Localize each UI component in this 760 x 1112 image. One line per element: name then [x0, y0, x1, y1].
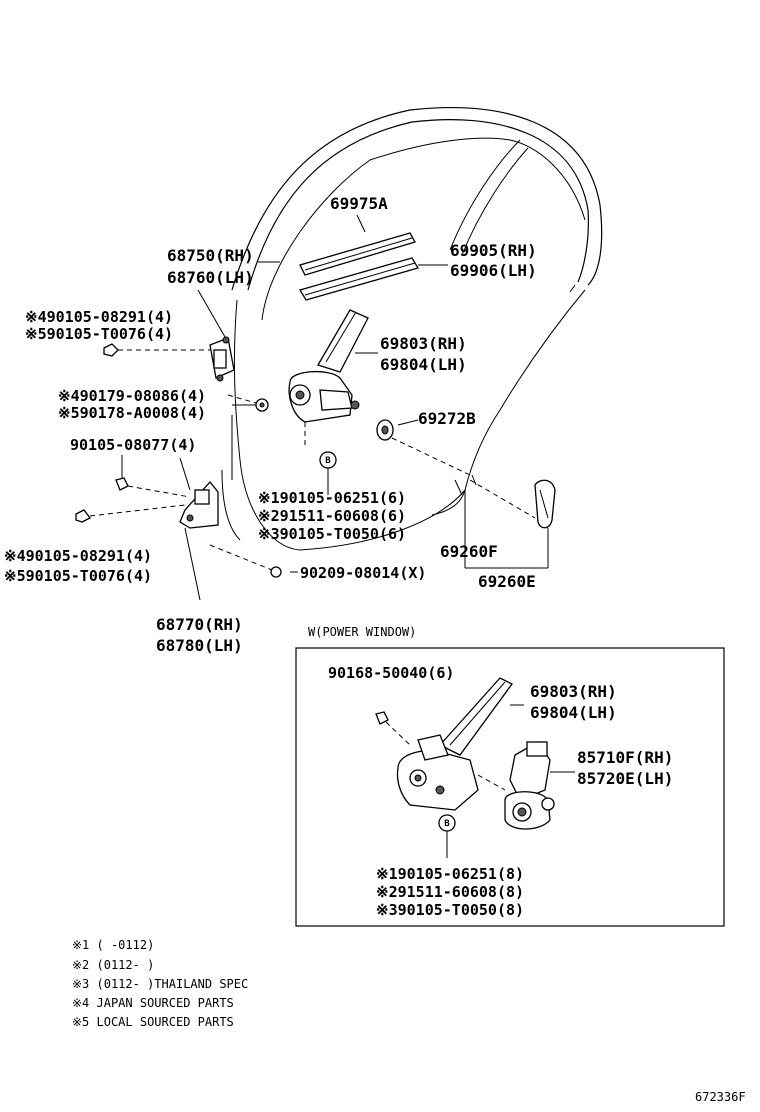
label-69905: 69905(RH) — [450, 241, 537, 260]
note-3: ※3 (0112- )THAILAND SPEC — [72, 977, 248, 991]
label-69272b: 69272B — [418, 409, 476, 428]
door-outline — [221, 107, 603, 551]
bolt-90105-08077 — [115, 455, 191, 498]
label-69804: 69804(LH) — [380, 355, 467, 374]
nut-90179-08086 — [227, 394, 269, 412]
window-regulator — [288, 309, 369, 445]
label-n1b: ※590178-A0008(4) — [58, 404, 206, 422]
label-69260f: 69260F — [440, 542, 498, 561]
label-69975a: 69975A — [330, 194, 388, 213]
label-b1a: ※490105-08291(4) — [25, 308, 173, 326]
label-69260e: 69260E — [478, 572, 536, 591]
label-b1b: ※590105-T0076(4) — [25, 325, 173, 343]
label-69906: 69906(LH) — [450, 261, 537, 280]
label-b2: 90105-08077(4) — [70, 436, 196, 454]
pw-label-reg-rh: 69803(RH) — [530, 682, 617, 701]
power-window-frame — [295, 647, 725, 927]
label-c6a: ※190105-06251(6) — [258, 489, 406, 507]
note-4: ※4 JAPAN SOURCED PARTS — [72, 996, 234, 1010]
label-68770: 68770(RH) — [156, 615, 243, 634]
pw-label-c8a: ※190105-06251(8) — [376, 865, 524, 883]
power-window-section: W(POWER WINDOW) B — [295, 625, 725, 927]
label-b4: 90209-08014(X) — [300, 564, 426, 582]
pw-callout-b-label: B — [444, 819, 450, 829]
pw-label-screw: 90168-50040(6) — [328, 664, 454, 682]
pw-circle-b: B — [438, 814, 456, 858]
bolt-90105-08291-upper — [103, 343, 210, 357]
note-5: ※5 LOCAL SOURCED PARTS — [72, 1015, 234, 1029]
label-b3a: ※490105-08291(4) — [4, 547, 152, 565]
pw-label-reg-lh: 69804(LH) — [530, 703, 617, 722]
pw-label-c8b: ※291511-60608(8) — [376, 883, 524, 901]
note-2: ※2 (0112- ) — [72, 958, 154, 972]
clip-90209-08014 — [209, 544, 282, 578]
leader-lines — [179, 214, 448, 573]
main-labels: 69975A 68750(RH) 68760(LH) 69905(RH) 699… — [4, 194, 537, 655]
fasteners — [75, 343, 471, 578]
label-68780: 68780(LH) — [156, 636, 243, 655]
pw-screw-90168 — [375, 711, 411, 746]
label-68760: 68760(LH) — [167, 268, 254, 287]
label-69803: 69803(RH) — [380, 334, 467, 353]
weatherstrip-69975a — [299, 232, 419, 301]
label-c6b: ※291511-60608(6) — [258, 507, 406, 525]
label-n1a: ※490179-08086(4) — [58, 387, 206, 405]
figure-id: 672336F — [695, 1090, 746, 1104]
grommet-69272b — [376, 419, 471, 476]
pw-regulator — [396, 677, 524, 811]
bolt-90105-08291-lower — [75, 504, 186, 523]
label-c6c: ※390105-T0050(6) — [258, 525, 406, 543]
note-1: ※1 ( -0112) — [72, 938, 154, 952]
lower-hinge-68770 — [179, 480, 219, 601]
pw-label-motor-rh: 85710F(RH) — [577, 748, 673, 767]
callout-circle-b-main: B — [319, 451, 337, 485]
leader-c6-right — [431, 489, 466, 516]
door-check-68750 — [197, 289, 235, 382]
label-68750: 68750(RH) — [167, 246, 254, 265]
pw-motor-85710f — [477, 741, 575, 830]
pw-label-c8c: ※390105-T0050(8) — [376, 901, 524, 919]
power-window-title: W(POWER WINDOW) — [308, 625, 416, 639]
label-b3b: ※590105-T0076(4) — [4, 567, 152, 585]
callout-b-label: B — [325, 456, 331, 466]
footnotes: ※1 ( -0112) ※2 (0112- ) ※3 (0112- )THAIL… — [72, 938, 248, 1029]
outside-handle-69260e — [464, 479, 556, 569]
pw-label-motor-lh: 85720E(LH) — [577, 769, 673, 788]
